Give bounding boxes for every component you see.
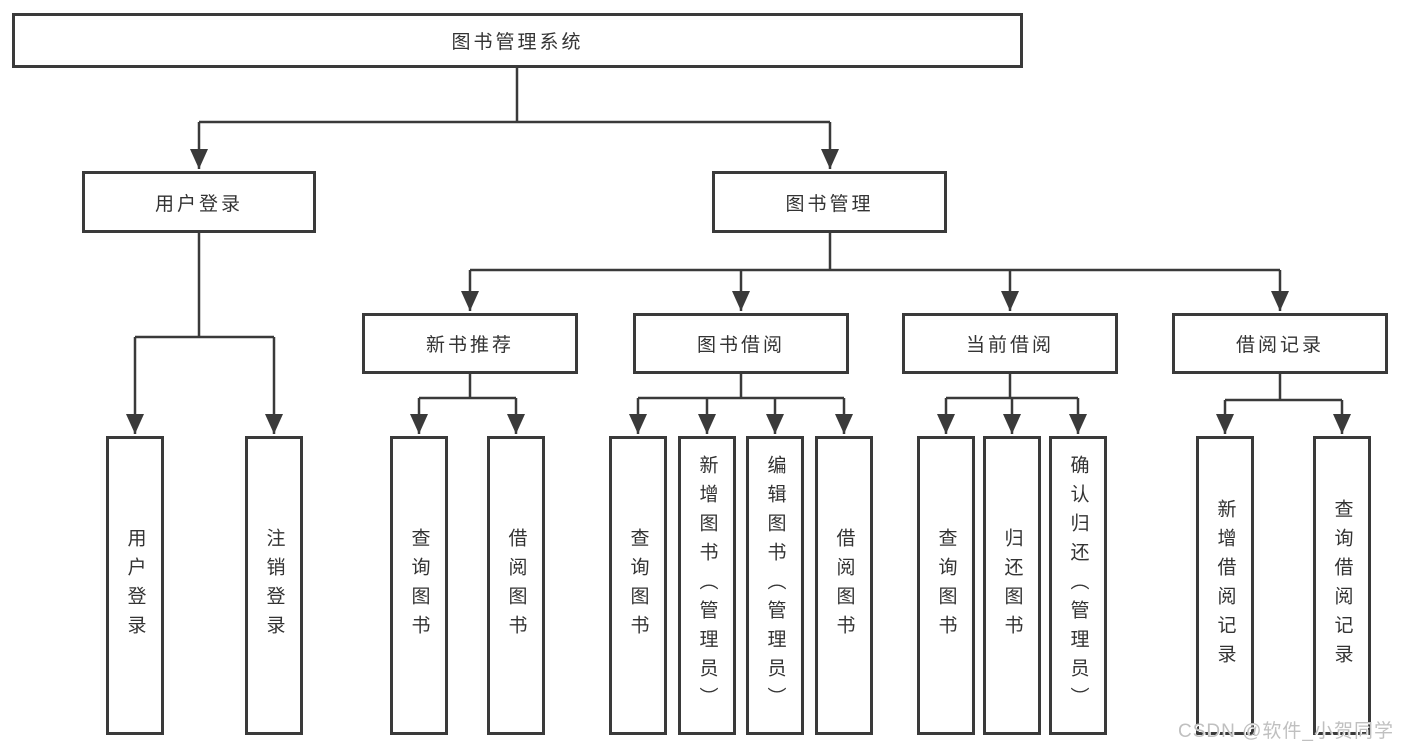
- leaf-add-book-admin: 新增图书（管理员）: [678, 436, 736, 735]
- leaf-confirm-return-admin: 确认归还（管理员）: [1049, 436, 1107, 735]
- leaf-label: 新增图书（管理员）: [696, 455, 718, 716]
- leaf-query-book-borrow: 查询图书: [609, 436, 667, 735]
- leaf-query-book-current: 查询图书: [917, 436, 975, 735]
- wire-borrow-records: [1225, 374, 1342, 402]
- wire-root: [199, 68, 830, 124]
- wire-user-login: [135, 233, 274, 339]
- leaf-borrow-book: 借阅图书: [815, 436, 873, 735]
- wire-new-book-recommend: [419, 374, 516, 400]
- leaf-label: 新增借阅记录: [1214, 498, 1236, 673]
- leaf-return-book: 归还图书: [983, 436, 1041, 735]
- node-book-management: 图书管理: [712, 171, 947, 233]
- node-borrow-records: 借阅记录: [1172, 313, 1388, 374]
- leaf-logout-login: 注销登录: [245, 436, 303, 735]
- leaf-label: 查询图书: [408, 527, 430, 644]
- node-new-book-recommend: 新书推荐: [362, 313, 578, 374]
- leaf-label: 查询图书: [627, 527, 649, 644]
- leaf-label: 用户登录: [124, 527, 146, 644]
- leaf-edit-book-admin: 编辑图书（管理员）: [746, 436, 804, 735]
- leaf-label: 借阅图书: [833, 527, 855, 644]
- leaf-label: 归还图书: [1001, 527, 1023, 644]
- leaf-borrow-book-recommend: 借阅图书: [487, 436, 545, 735]
- node-current-borrow: 当前借阅: [902, 313, 1118, 374]
- leaf-add-borrow-record: 新增借阅记录: [1196, 436, 1254, 735]
- leaf-label: 编辑图书（管理员）: [764, 455, 786, 716]
- node-user-login: 用户登录: [82, 171, 316, 233]
- csdn-watermark: CSDN @软件_小贺同学: [1178, 721, 1394, 742]
- node-root: 图书管理系统: [12, 13, 1023, 68]
- leaf-label: 查询借阅记录: [1331, 498, 1353, 673]
- leaf-query-book-recommend: 查询图书: [390, 436, 448, 735]
- wire-book-management: [470, 233, 1280, 272]
- leaf-user-login: 用户登录: [106, 436, 164, 735]
- leaf-label: 注销登录: [263, 527, 285, 644]
- wire-book-borrow: [638, 374, 844, 400]
- node-book-borrow: 图书借阅: [633, 313, 849, 374]
- leaf-label: 借阅图书: [505, 527, 527, 644]
- leaf-query-borrow-record: 查询借阅记录: [1313, 436, 1371, 735]
- wire-current-borrow: [946, 374, 1078, 400]
- leaf-label: 确认归还（管理员）: [1067, 455, 1089, 716]
- leaf-label: 查询图书: [935, 527, 957, 644]
